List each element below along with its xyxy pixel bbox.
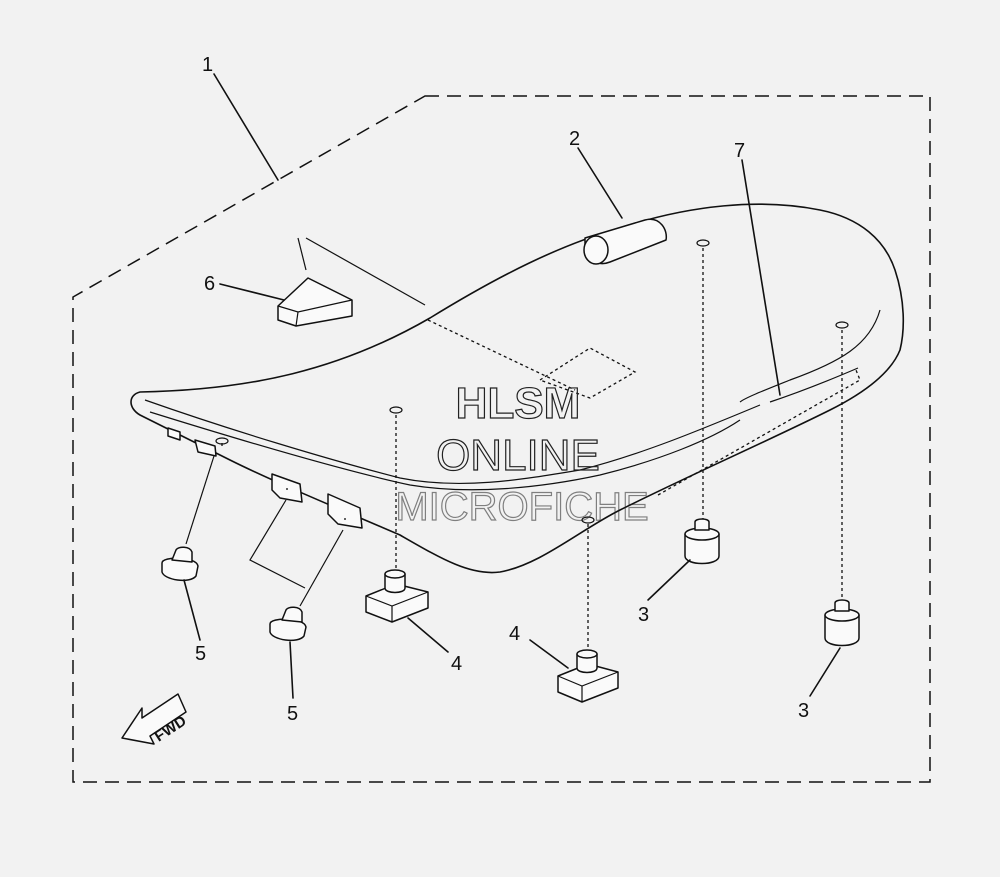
callout-5a: 5 bbox=[195, 643, 206, 665]
callout-6: 6 bbox=[204, 273, 215, 295]
callout-1: 1 bbox=[202, 54, 213, 76]
part-4-block-a bbox=[365, 569, 429, 623]
callout-3a: 3 bbox=[638, 604, 649, 626]
callout-3b: 3 bbox=[798, 700, 809, 722]
part-4-block-b bbox=[557, 649, 619, 703]
watermark-line-2: ONLINE bbox=[436, 431, 600, 480]
part-5-grommet-b bbox=[269, 606, 307, 642]
part-3-damper-b bbox=[824, 599, 860, 647]
callout-7: 7 bbox=[734, 140, 745, 162]
callout-2: 2 bbox=[569, 128, 580, 150]
callout-5b: 5 bbox=[287, 703, 298, 725]
watermark: HLSM ONLINE MICROFICHE bbox=[395, 378, 650, 529]
fwd-arrow-icon: FWD bbox=[121, 693, 190, 745]
part-3-damper-a bbox=[684, 518, 720, 565]
watermark-line-3: MICROFICHE bbox=[395, 485, 648, 529]
part-5-grommet-a bbox=[161, 546, 199, 582]
callout-4b: 4 bbox=[509, 623, 520, 645]
watermark-line-1: HLSM bbox=[456, 379, 581, 428]
part-6-block bbox=[277, 277, 353, 327]
callout-4a: 4 bbox=[451, 653, 462, 675]
assembly-boundary bbox=[72, 95, 931, 783]
